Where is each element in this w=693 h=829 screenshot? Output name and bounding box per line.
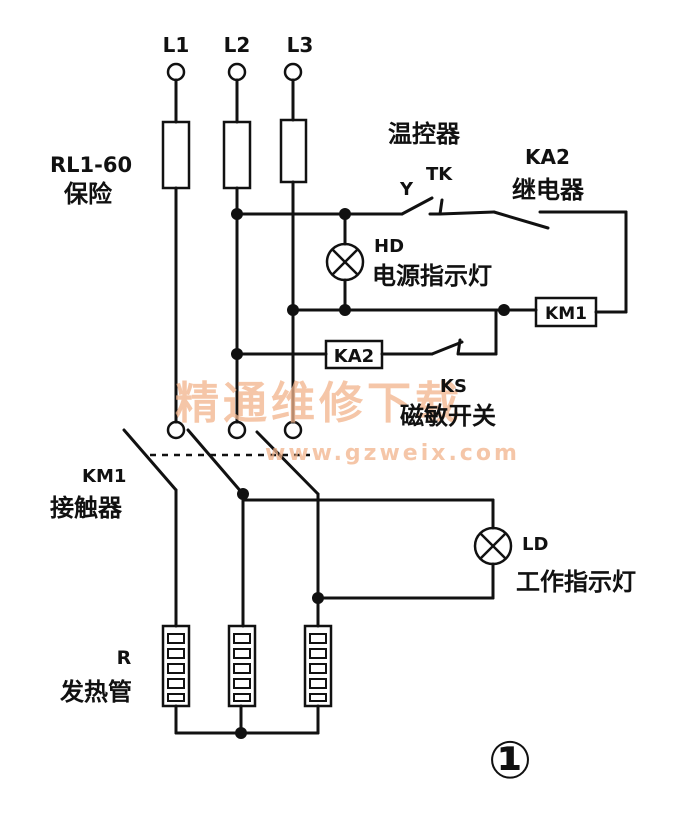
fuse-name: 保险 xyxy=(63,180,113,208)
load-wires xyxy=(174,488,495,735)
heater-r1 xyxy=(161,624,191,708)
contactor-km1 xyxy=(122,420,320,496)
coil-km1-label: KM1 xyxy=(545,304,587,324)
heater-r2 xyxy=(227,624,257,708)
thermostat-terminal: Y xyxy=(399,179,414,200)
thermostat-name: 温控器 xyxy=(388,120,461,148)
coil-ka2: KA2 xyxy=(324,339,384,370)
coil-km1: KM1 xyxy=(534,296,598,328)
relay-name: 继电器 xyxy=(512,176,585,204)
line-terminals xyxy=(166,62,303,82)
work-lamp-code: LD xyxy=(522,534,548,555)
watermark: 精通维修下载 www.gzweix.com xyxy=(175,378,520,466)
label-l3: L3 xyxy=(287,33,314,57)
label-l2: L2 xyxy=(224,33,251,57)
power-lamp-name: 电源指示灯 xyxy=(372,262,492,290)
coil-ka2-label: KA2 xyxy=(334,346,374,367)
heater-name: 发热管 xyxy=(59,678,132,706)
contactor-code: KM1 xyxy=(82,466,126,487)
power-lamp-code: HD xyxy=(374,236,404,257)
main-wires xyxy=(174,78,295,424)
heater-code: R xyxy=(117,647,132,669)
thermostat-code: TK xyxy=(426,164,453,185)
junction-dots xyxy=(231,208,510,739)
work-lamp-ld xyxy=(473,526,513,566)
watermark-text: 精通维修下载 xyxy=(175,378,463,429)
control-circuit xyxy=(235,196,628,356)
labels: L1 L2 L3 RL1-60 保险 温控器 TK Y KA2 继电器 HD 电… xyxy=(50,33,636,791)
heater-r3 xyxy=(303,624,333,708)
reed-switch-name: 磁敏开关 xyxy=(400,402,496,430)
power-lamp-hd xyxy=(325,242,365,282)
fuses xyxy=(161,118,308,190)
heater-elements xyxy=(161,624,333,708)
work-lamp-name: 工作指示灯 xyxy=(516,568,636,596)
label-l1: L1 xyxy=(163,33,190,57)
reed-switch-code: KS xyxy=(440,376,467,397)
watermark-url: www.gzweix.com xyxy=(265,441,520,466)
relay-code: KA2 xyxy=(525,145,570,169)
contactor-name: 接触器 xyxy=(50,494,123,522)
fuse-model: RL1-60 xyxy=(50,153,132,177)
figure-number: ① xyxy=(488,731,532,791)
